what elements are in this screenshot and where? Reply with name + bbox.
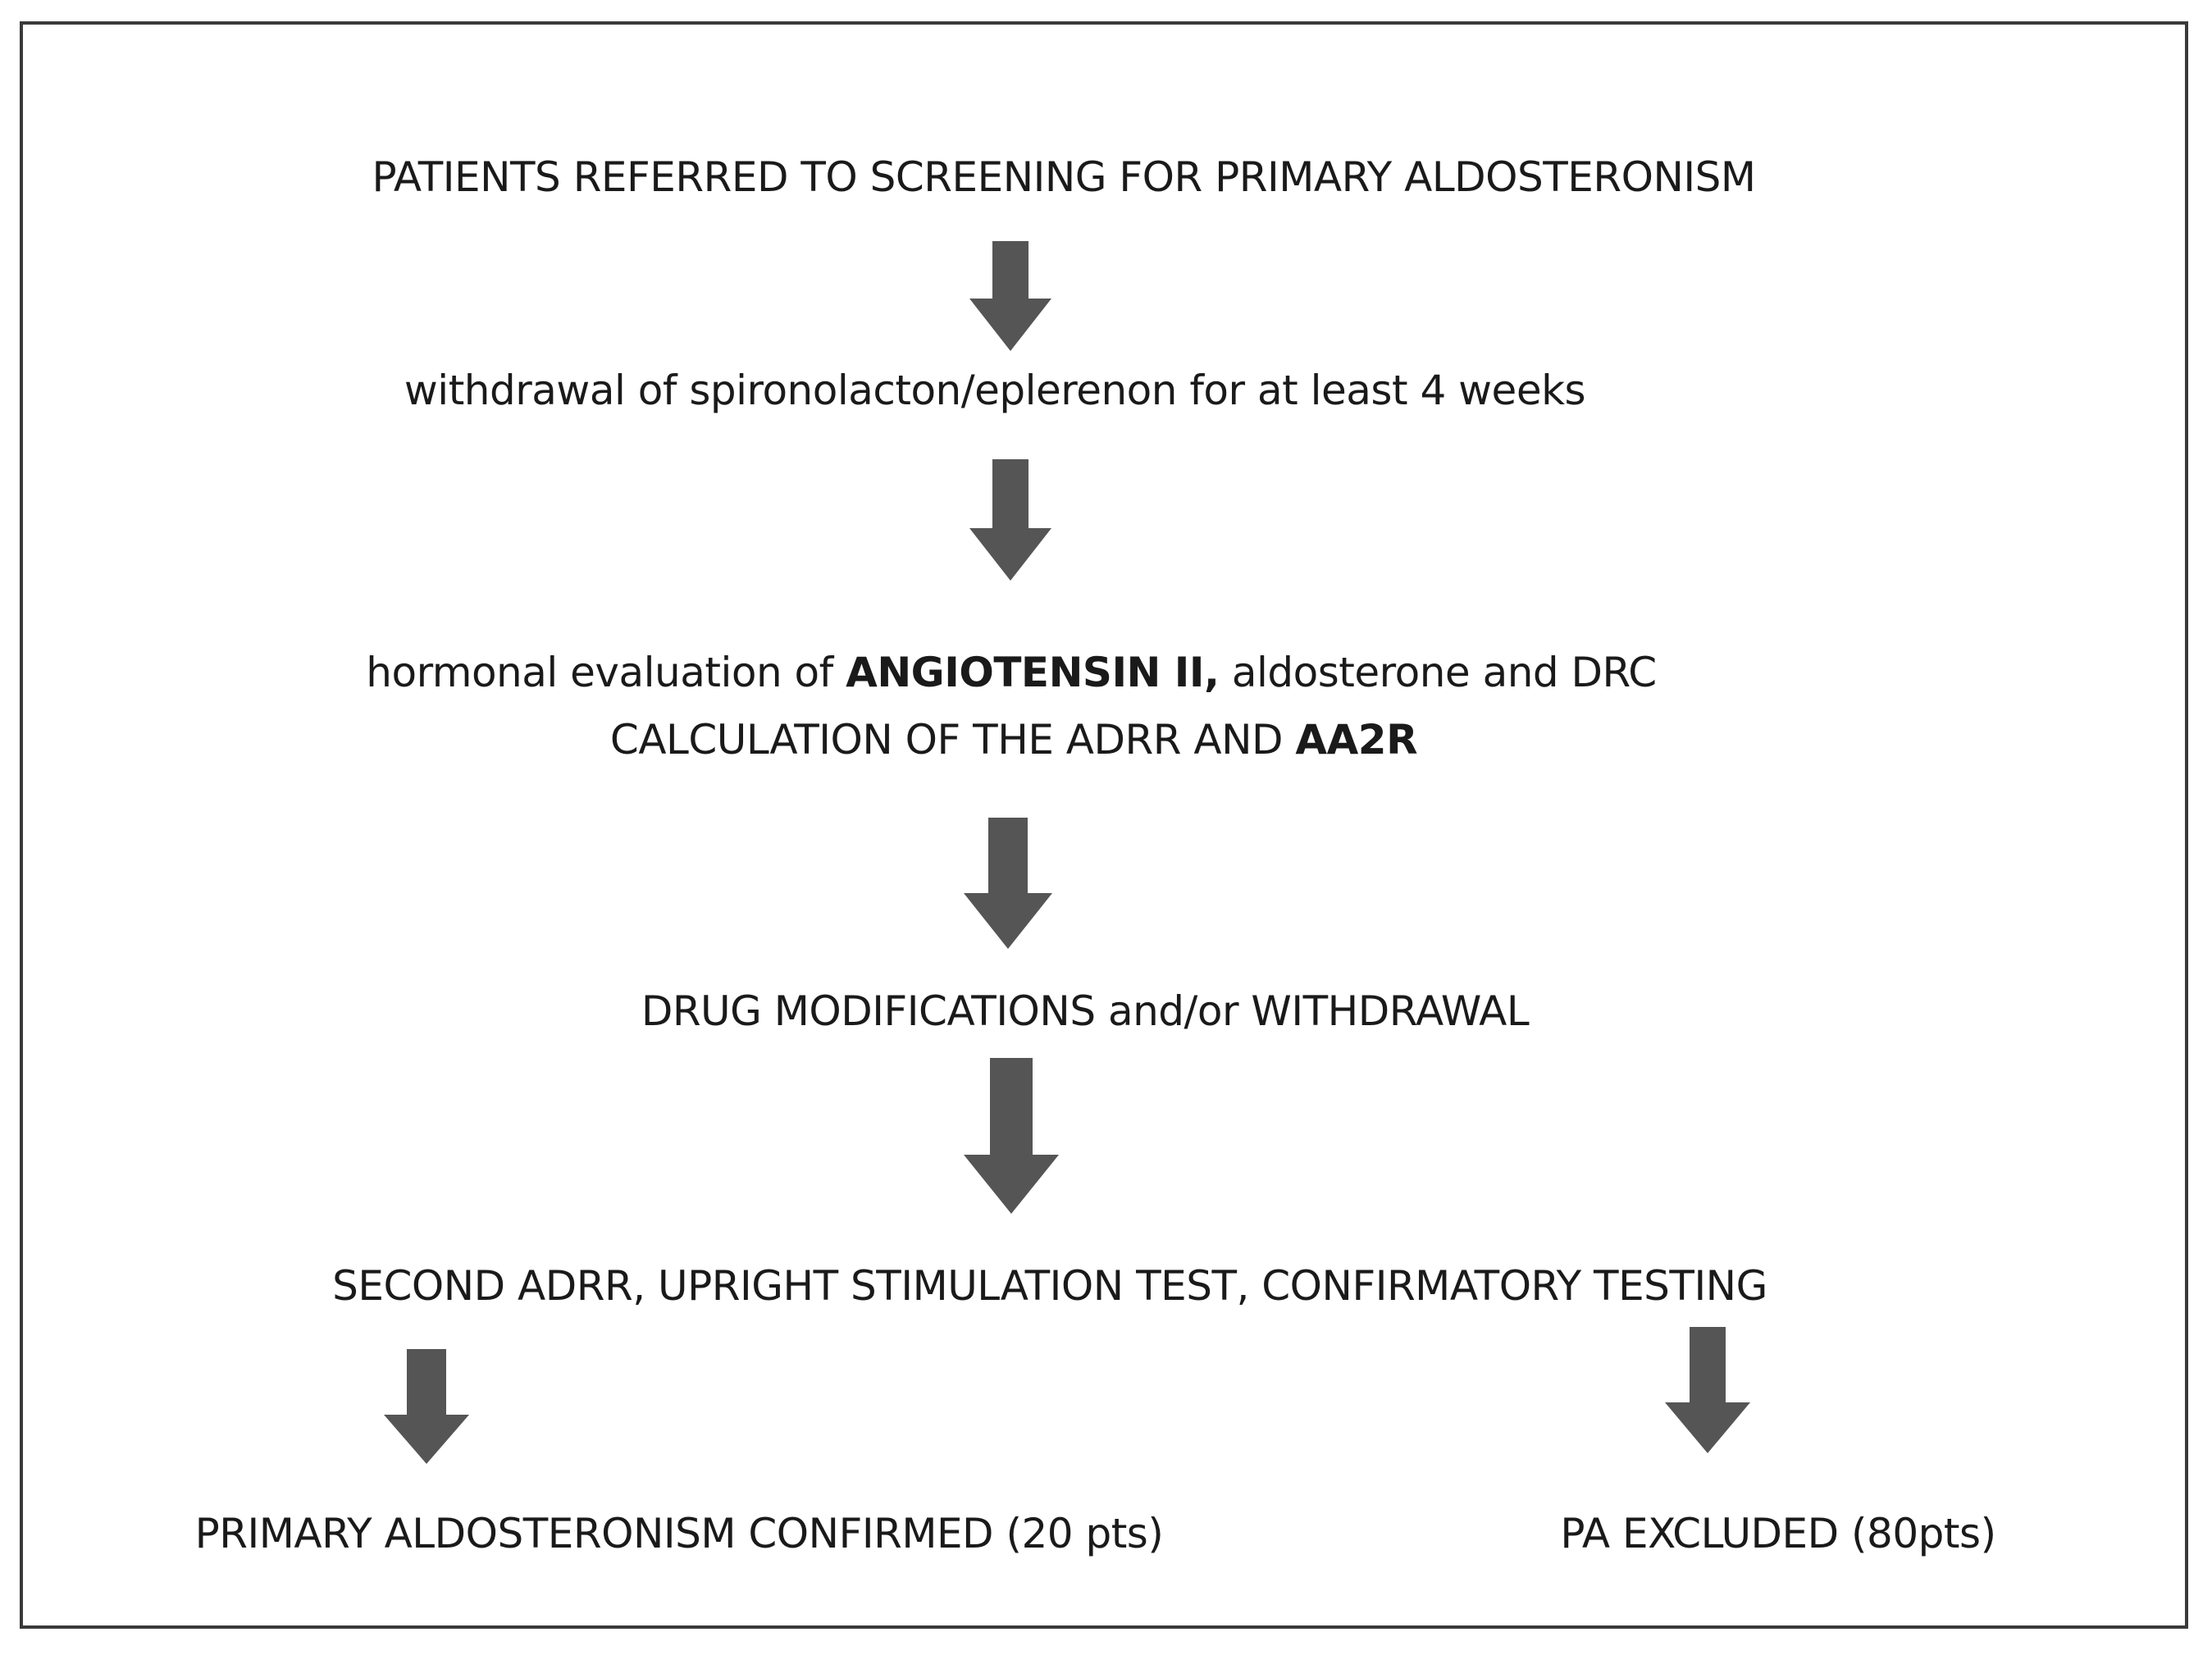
- step-patients-referred: PATIENTS REFERRED TO SCREENING FOR PRIMA…: [372, 153, 1756, 201]
- outcome-pa-excluded: PA EXCLUDED (80pts): [1560, 1510, 1996, 1557]
- down-arrow-icon: [384, 1349, 469, 1464]
- step-hormonal-evaluation: hormonal evaluation of ANGIOTENSIN II, a…: [366, 648, 1657, 697]
- down-arrow-icon: [969, 241, 1051, 351]
- down-arrow-icon: [964, 1058, 1059, 1214]
- hormonal-text-a: hormonal evaluation of: [366, 649, 846, 696]
- angiotensin-text: ANGIOTENSIN II,: [846, 649, 1220, 696]
- step-drug-modifications: DRUG MODIFICATIONS and/or WITHDRAWAL: [641, 987, 1530, 1035]
- step-calculation: CALCULATION OF THE ADRR AND AA2R: [609, 715, 1418, 764]
- step-second-adrr: SECOND ADRR, UPRIGHT STIMULATION TEST, C…: [332, 1262, 1767, 1310]
- calculation-text-a: CALCULATION OF THE ADRR AND: [609, 716, 1296, 764]
- down-arrow-icon: [969, 459, 1051, 581]
- aa2r-text: AA2R: [1295, 716, 1418, 764]
- down-arrow-icon: [964, 818, 1052, 949]
- outcome-pa-confirmed: PRIMARY ALDOSTERONISM CONFIRMED (20 pts): [194, 1510, 1164, 1557]
- diagram-frame: [20, 21, 2188, 1629]
- down-arrow-icon: [1665, 1327, 1750, 1453]
- step-withdrawal: withdrawal of spironolacton/eplerenon fo…: [404, 367, 1586, 414]
- hormonal-text-c: aldosterone and DRC: [1219, 649, 1657, 696]
